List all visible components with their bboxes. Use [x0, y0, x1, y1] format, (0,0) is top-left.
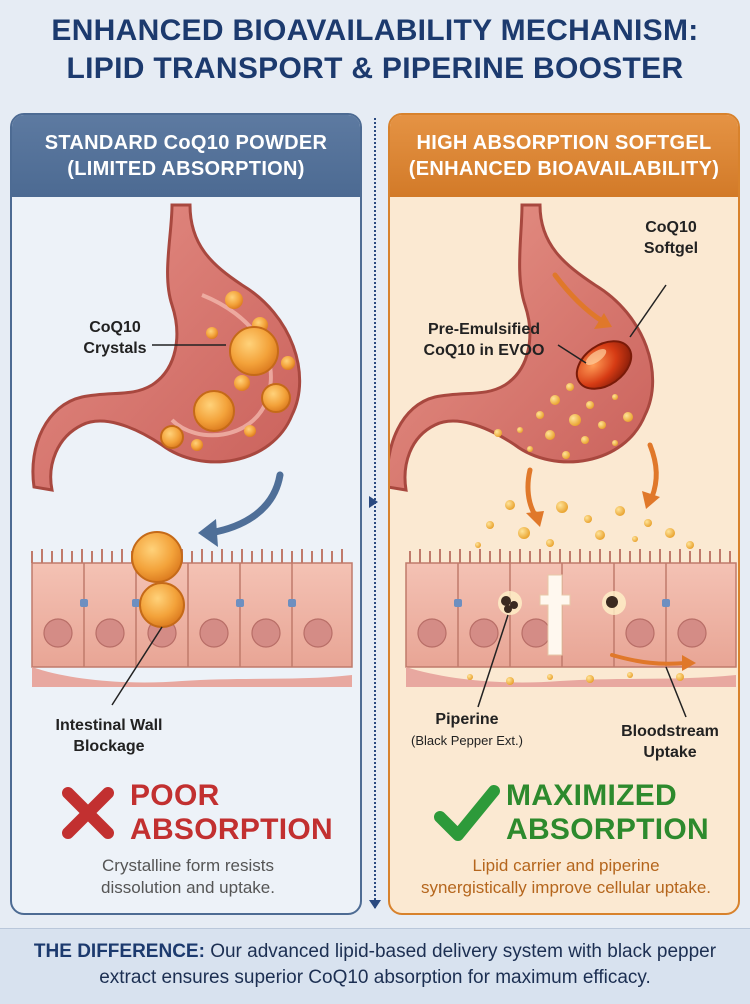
softgel-caption: Lipid carrier and piperine synergistical…	[420, 856, 712, 897]
softgel-heading-line-1: HIGH ABSORPTION SOFTGEL	[416, 132, 712, 154]
stomach-icon	[390, 203, 655, 492]
piperine-label: Piperine (Black Pepper Ext.)	[411, 711, 523, 748]
divider-arrow-down-icon	[369, 900, 381, 909]
softgel-panel: HIGH ABSORPTION SOFTGEL (ENHANCED BIOAVA…	[388, 113, 740, 915]
difference-text: THE DIFFERENCE: Our advanced lipid-based…	[20, 939, 730, 991]
intestinal-wall-icon	[405, 549, 737, 687]
standard-heading-line-2: (LIMITED ABSORPTION)	[67, 158, 305, 180]
difference-footer: THE DIFFERENCE: Our advanced lipid-based…	[0, 928, 750, 1004]
softgel-panel-heading: HIGH ABSORPTION SOFTGEL (ENHANCED BIOAVA…	[390, 115, 738, 197]
softgel-heading-line-2: (ENHANCED BIOAVAILABILITY)	[408, 158, 720, 180]
coq10-crystals-icon	[160, 291, 295, 451]
standard-powder-panel: STANDARD CoQ10 POWDER (LIMITED ABSORPTIO…	[10, 113, 362, 915]
standard-panel-heading: STANDARD CoQ10 POWDER (LIMITED ABSORPTIO…	[12, 115, 360, 197]
title-line-2: LIPID TRANSPORT & PIPERINE BOOSTER	[66, 52, 684, 85]
softgel-absorption-illustration	[390, 203, 737, 841]
softgel-label: CoQ10 Softgel	[643, 219, 699, 257]
page-title: ENHANCED BIOAVAILABILITY MECHANISM: LIPI…	[0, 12, 750, 88]
bloodstream-label: Bloodstream Uptake	[621, 723, 719, 761]
standard-absorption-illustration	[31, 203, 353, 839]
standard-caption: Crystalline form resists dissolution and…	[101, 856, 275, 897]
difference-body: Our advanced lipid-based delivery system…	[99, 941, 717, 988]
difference-lead: THE DIFFERENCE:	[33, 941, 205, 962]
standard-heading-line-1: STANDARD CoQ10 POWDER	[44, 132, 328, 154]
cross-icon	[62, 787, 114, 839]
intestinal-wall-label: Intestinal Wall Blockage	[55, 717, 163, 755]
piperine-particles-icon	[498, 591, 626, 615]
softgel-capsule-icon	[575, 340, 633, 390]
emulsified-label: Pre-Emulsified CoQ10 in EVOO	[423, 321, 545, 359]
checkmark-icon	[434, 785, 500, 841]
title-line-1: ENHANCED BIOAVAILABILITY MECHANISM:	[51, 14, 699, 47]
emulsified-droplets-icon	[475, 383, 694, 549]
intestinal-wall-icon	[31, 549, 353, 687]
panel-divider	[374, 118, 376, 908]
blocked-crystals-icon	[131, 531, 185, 628]
divider-arrow-icon	[369, 496, 378, 508]
poor-absorption-result: POOR ABSORPTION	[130, 779, 334, 846]
crystals-label: CoQ10 Crystals	[83, 319, 147, 357]
maximized-absorption-result: MAXIMIZED ABSORPTION	[506, 779, 710, 846]
